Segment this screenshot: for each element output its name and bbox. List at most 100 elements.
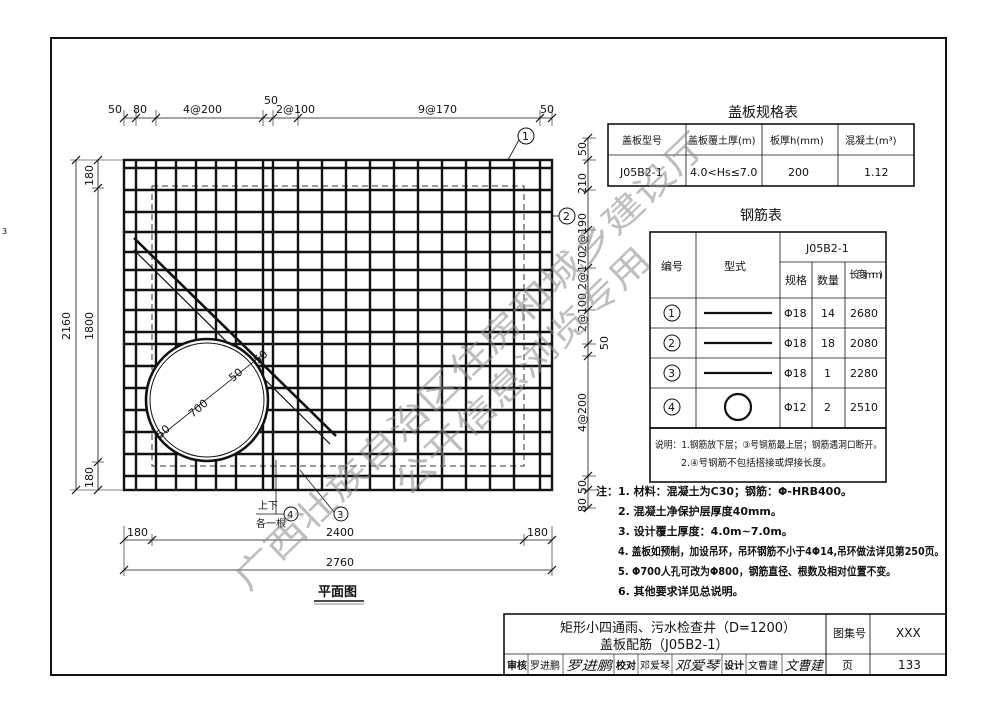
right-tick-1 xyxy=(583,133,593,143)
rebar-note-2: 2.④号钢筋不包括搭接或焊接长度。 xyxy=(681,457,832,469)
bottom-dimension-chain: 180 2400 180 2760 xyxy=(119,526,557,576)
callout-1: 1 xyxy=(522,130,529,143)
rebar-h-group: J05B2-1 xyxy=(805,242,849,255)
cover-model: J05B2-1 xyxy=(619,166,663,179)
cover-thickness: 200 xyxy=(788,166,809,179)
top-dim-50-b: 50 xyxy=(264,94,278,107)
left-dim-2160: 2160 xyxy=(60,312,73,340)
cover-concrete: 1.12 xyxy=(864,166,889,179)
right-tick-10 xyxy=(583,485,593,495)
top-tick-1 xyxy=(119,113,129,123)
rebar-grid-vertical xyxy=(134,160,542,490)
rebar-qty-3: 1 xyxy=(824,367,831,380)
left-dim-180-top: 180 xyxy=(83,165,96,186)
design-label: 设计 xyxy=(724,659,744,672)
drawing-title-2: 盖板配筋（J05B2-1） xyxy=(600,637,729,653)
top-dim-2at100: 2@100 xyxy=(276,103,315,116)
top-tick-3 xyxy=(151,113,161,123)
note-6: 6. 其他要求详见总说明。 xyxy=(618,584,744,598)
manhole-opening xyxy=(144,337,270,463)
right-tick-6 xyxy=(583,305,593,315)
top-tick-8 xyxy=(547,113,557,123)
top-dim-4at200: 4@200 xyxy=(183,103,222,116)
rebar-qty-2: 18 xyxy=(821,337,835,350)
manhole-opening-inner xyxy=(149,342,265,458)
left-dim-1800: 1800 xyxy=(83,312,96,340)
top-dim-50-a: 50 xyxy=(108,103,122,116)
right-tick-9 xyxy=(583,471,593,481)
top-tick-4 xyxy=(258,113,268,123)
review-label: 审核 xyxy=(507,659,527,672)
right-tick-3 xyxy=(583,185,593,195)
review-name: 罗进鹏 xyxy=(530,659,560,672)
check-signature: 邓爱琴 xyxy=(675,659,721,674)
shaft-outline-dashed xyxy=(151,185,525,467)
cover-table-title: 盖板规格表 xyxy=(728,105,798,121)
atlas-label: 图集号 xyxy=(833,626,866,640)
top-dimension-chain: 50 80 4@200 50 2@100 9@170 50 xyxy=(108,94,557,126)
top-tick-5 xyxy=(268,113,278,123)
top-dim-80: 80 xyxy=(133,103,147,116)
design-name: 文曹建 xyxy=(748,659,778,672)
cover-h-model: 盖板型号 xyxy=(622,134,662,147)
rebar-qty-4: 2 xyxy=(824,401,831,414)
rebar-h-len: 长度(mm) xyxy=(849,268,883,281)
cover-h-concrete: 混凝土(m³) xyxy=(845,134,897,147)
callout-circle-3 xyxy=(333,506,349,522)
note-5: 5. Φ700人孔可改为Φ800，钢筋直径、根数及相对位置不变。 xyxy=(618,564,896,578)
rebar-len-2: 2080 xyxy=(850,337,878,350)
margin-mark: 3 xyxy=(2,227,7,236)
rebar-h-no: 编号 xyxy=(661,259,683,273)
right-dim-50-top: 50 xyxy=(576,142,589,156)
atlas-value: XXX xyxy=(896,626,921,640)
rebar-len-3: 2280 xyxy=(850,367,878,380)
right-tick-4 xyxy=(583,225,593,235)
note-2: 2. 混凝土净保护层厚度40mm。 xyxy=(618,504,782,518)
right-tick-11 xyxy=(583,503,593,513)
right-tick-2 xyxy=(583,155,593,165)
title-block: 矩形小四通雨、污水检查井（D=1200） 盖板配筋（J05B2-1） 图集号 X… xyxy=(503,613,947,676)
cover-h-soil: 盖板覆土厚(m) xyxy=(688,134,756,147)
right-dim-50-mid: 50 xyxy=(598,336,611,350)
top-tick-7 xyxy=(535,113,545,123)
note-3: 3. 设计覆土厚度：4.0m~7.0m。 xyxy=(618,524,793,538)
right-dim-80: 80 xyxy=(576,498,589,512)
leader-bar1 xyxy=(507,137,521,161)
callout-3: 3 xyxy=(337,510,343,521)
right-dim-210: 210 xyxy=(576,173,589,194)
rebar-table: 钢筋表 编号 型式 J05B2-1 规格 数量 长度(mm) 1 Φ18 14 … xyxy=(649,207,887,483)
cover-soil: 4.0<Hs≤7.0 xyxy=(690,166,757,179)
check-label: 校对 xyxy=(616,659,636,672)
rebar-h-spec: 规格 xyxy=(785,273,807,287)
general-notes: 注： 1. 材料：混凝土为C30；钢筋：Φ-HRB400。 2. 混凝土净保护层… xyxy=(596,484,944,598)
label-updown: 上下 xyxy=(258,500,278,512)
right-dimension-chain: 50 210 2@190 2@170 2@100 50 4@200 50 80 xyxy=(576,133,611,513)
rebar-no-2: 2 xyxy=(668,337,675,350)
rebar-no-4: 4 xyxy=(668,401,675,414)
right-tick-7 xyxy=(583,339,593,349)
callout-circle-4 xyxy=(283,506,299,522)
cover-h-thickness: 板厚h(mm) xyxy=(770,134,824,147)
top-dim-9at170: 9@170 xyxy=(418,103,457,116)
design-signature: 文曹建 xyxy=(785,658,825,674)
callout-4: 4 xyxy=(287,510,293,521)
hole-diameter-line xyxy=(157,354,263,439)
cover-plan: 700 50 50 50 1 2 4 3 上下 各一根 50 80 4@200 … xyxy=(60,94,611,605)
rebar-h-qty: 数量 xyxy=(817,274,839,287)
rebar-note-1: 说明：1.钢筋放下层；③号钢筋最上层；钢筋遇洞口断开。 xyxy=(655,439,882,451)
top-tick-2 xyxy=(131,113,141,123)
plan-title: 平面图 xyxy=(318,585,357,600)
right-dim-4at200: 4@200 xyxy=(576,393,589,432)
page-value: 133 xyxy=(898,658,921,672)
rebar-qty-1: 14 xyxy=(821,307,835,320)
top-dim-50-c: 50 xyxy=(540,103,554,116)
bottom-dim-180-right: 180 xyxy=(527,526,548,539)
rebar-spec-4: Φ12 xyxy=(784,401,807,414)
label-each-one: 各一根 xyxy=(256,517,286,530)
rebar-len-4: 2510 xyxy=(850,401,878,414)
callout-2: 2 xyxy=(563,210,570,223)
bottom-dim-180-left: 180 xyxy=(127,526,148,539)
check-name: 邓爱琴 xyxy=(640,659,670,672)
drawing-title-1: 矩形小四通雨、污水检查井（D=1200） xyxy=(560,621,796,636)
